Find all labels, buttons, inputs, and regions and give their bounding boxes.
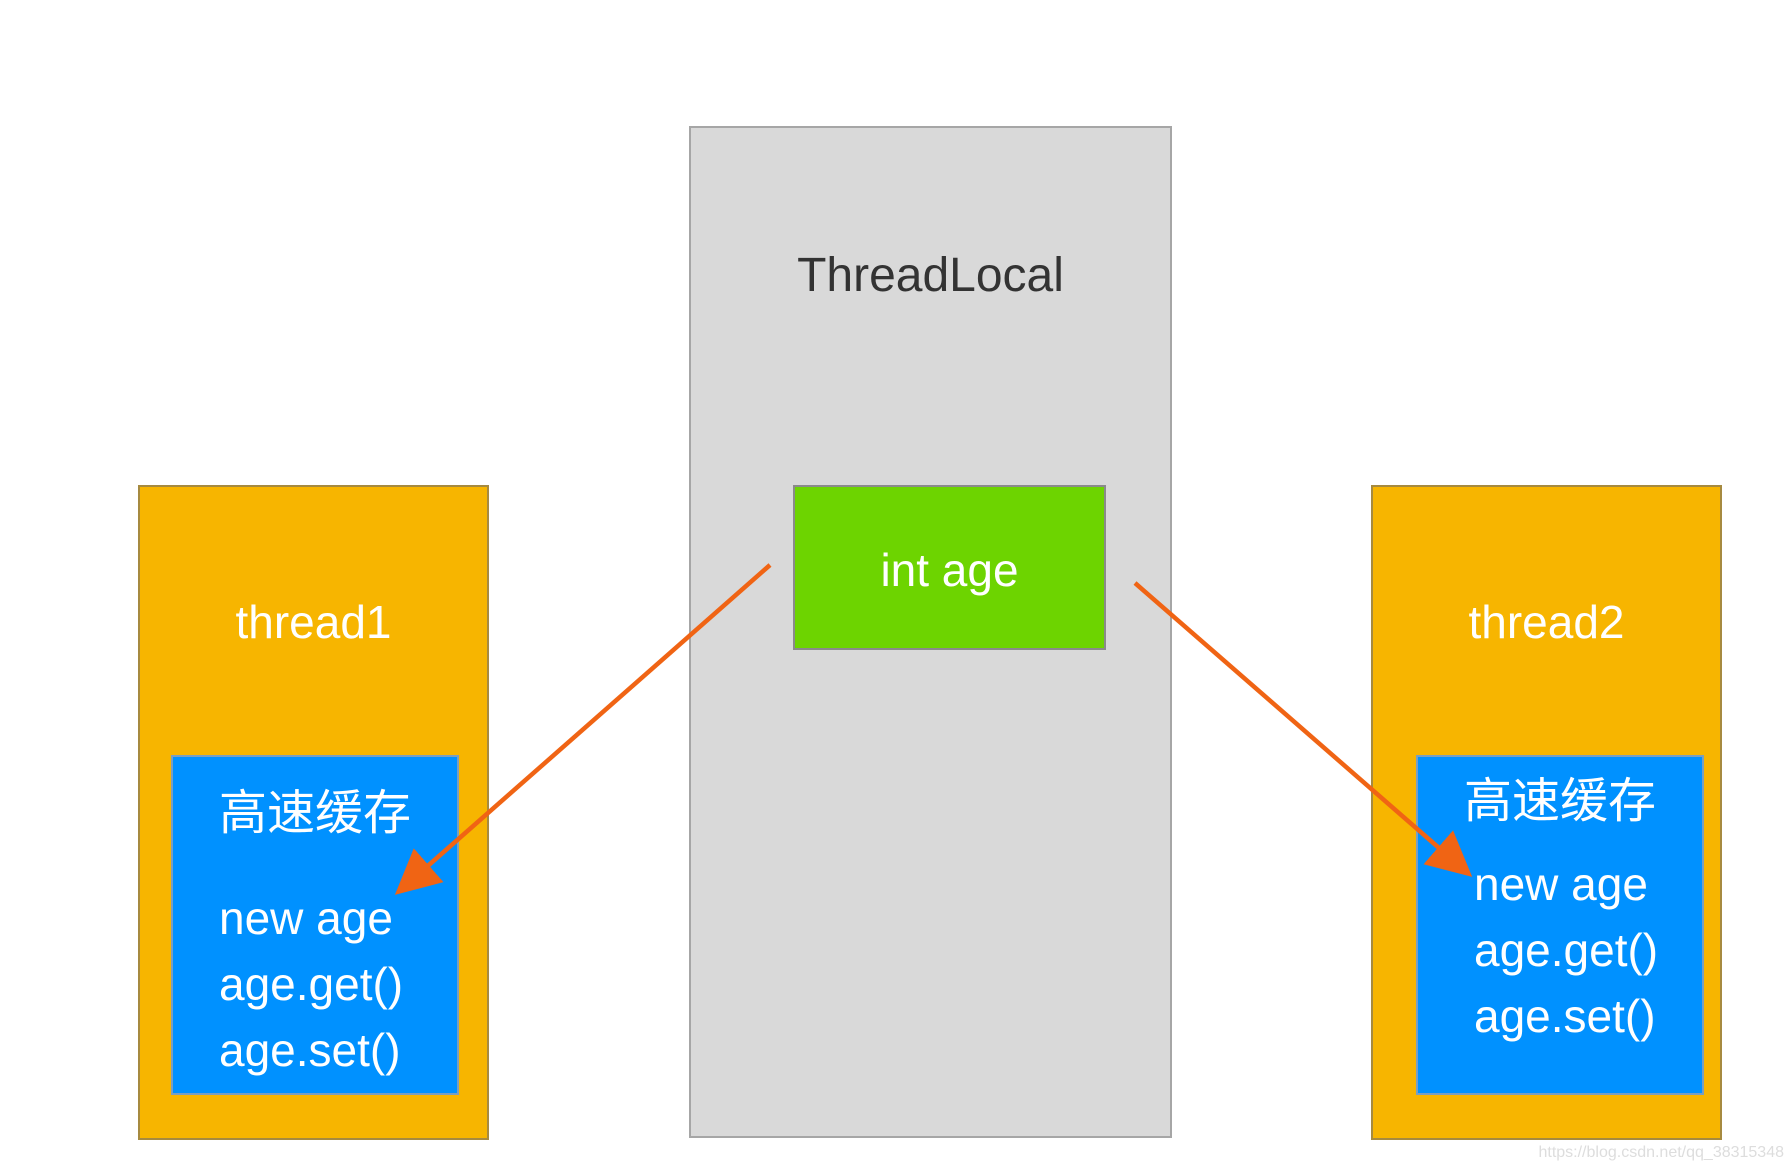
threadlocal-title: ThreadLocal <box>797 249 1064 302</box>
thread1-cache-title: 高速缓存 <box>218 785 411 841</box>
thread2-box: thread2 高速缓存 new age age.get() age.set() <box>1371 485 1722 1140</box>
thread1-box: thread1 高速缓存 new age age.get() age.set() <box>138 485 489 1140</box>
thread2-title: thread2 <box>1468 596 1625 648</box>
thread1-cache-box: 高速缓存 new age age.get() age.set() <box>171 755 459 1095</box>
int-age-box: int age <box>793 485 1106 650</box>
thread2-line-get: age.get() <box>1474 924 1659 976</box>
thread2-cache-lines: new age age.get() age.set() <box>1474 851 1658 1049</box>
thread1-cache-lines: new age age.get() age.set() <box>219 885 403 1083</box>
thread1-line-new-age: new age <box>219 892 393 944</box>
thread2-line-new-age: new age <box>1474 858 1648 910</box>
thread1-title: thread1 <box>235 596 392 648</box>
thread1-line-get: age.get() <box>219 958 404 1010</box>
int-age-label: int age <box>880 544 1019 596</box>
thread2-cache-title: 高速缓存 <box>1463 773 1656 829</box>
thread2-line-set: age.set() <box>1474 990 1656 1042</box>
thread1-line-set: age.set() <box>219 1024 401 1076</box>
watermark-text: https://blog.csdn.net/qq_38315348 <box>1538 1144 1784 1161</box>
thread2-cache-box: 高速缓存 new age age.get() age.set() <box>1416 755 1704 1095</box>
